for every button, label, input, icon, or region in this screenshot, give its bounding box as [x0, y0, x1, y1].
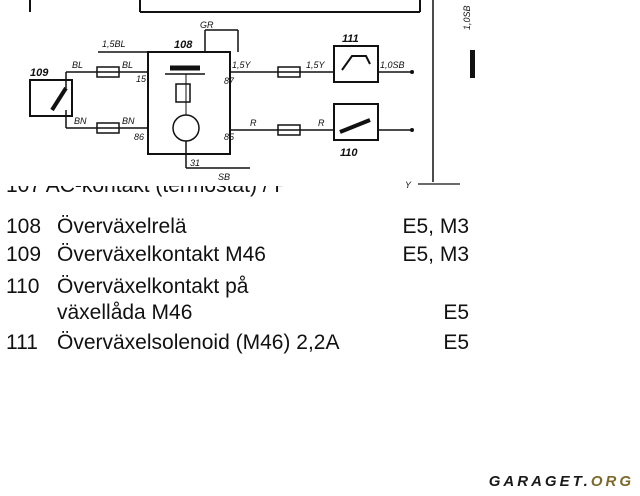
legend-row: 109 Överväxelkontakt M46 E5, M3 [0, 243, 640, 273]
frame-mark [470, 50, 475, 78]
relay-coil [175, 83, 191, 103]
watermark-prefix: GARAGET. [488, 473, 591, 490]
watermark-logo: GARAGET.ORG [489, 473, 634, 490]
connector [96, 122, 120, 134]
legend-ref: E5 [443, 331, 469, 354]
legend-row: 110 Överväxelkontakt på [0, 275, 640, 305]
bl-158-label: 1,5BL [102, 39, 126, 49]
bl-label: BL [72, 60, 83, 70]
component-108-label: 108 [174, 39, 193, 51]
switch-110-lever [339, 118, 371, 134]
terminal-87-label: 87 [224, 76, 235, 86]
terminal-31-label: 31 [190, 158, 200, 168]
legend-row: 108 Överväxelrelä E5, M3 [0, 215, 640, 245]
terminal-15-label: 15 [136, 74, 147, 84]
relay-transistor [172, 114, 200, 142]
sb-label: SB [218, 172, 230, 182]
terminal-86-label: 86 [134, 132, 144, 142]
legend-number: 109 [6, 243, 42, 266]
legend-row: växellåda M46 E5 [0, 301, 640, 331]
component-110-label: 110 [340, 147, 358, 159]
bn-label: BN [122, 116, 135, 126]
y-label: 1,5Y [232, 60, 252, 70]
y-label: 1,5Y [306, 60, 326, 70]
legend-row: 111 Överväxelsolenoid (M46) 2,2A E5 [0, 331, 640, 361]
legend-ref: E5, M3 [402, 243, 469, 266]
legend-ref: E5 [443, 301, 469, 324]
legend-text: växellåda M46 [57, 301, 193, 324]
wiring-diagram: GR 1,5BL 108 109 BL BL 15 BN BN 86 1,5Y … [29, 0, 475, 190]
sb-label: 1,0SB [380, 60, 405, 70]
legend-ref: E5, M3 [402, 215, 469, 238]
bn-label: BN [74, 116, 87, 126]
component-111-label: 111 [342, 33, 359, 45]
legend-number: 110 [6, 275, 40, 298]
bl-label: BL [122, 60, 133, 70]
connector [277, 124, 301, 136]
legend-cut-text: 107 AC-kontakt (termostat) / P [6, 186, 288, 198]
legend-text: Överväxelkontakt M46 [57, 243, 266, 266]
legend-text: Överväxelsolenoid (M46) 2,2A [57, 331, 340, 354]
legend-text: Överväxelrelä [57, 215, 187, 238]
r-label: R [250, 118, 257, 128]
legend-text: Överväxelkontakt på [57, 275, 249, 298]
legend-number: 111 [6, 331, 38, 354]
legend-number: 108 [6, 215, 42, 238]
switch-109-box [29, 79, 73, 117]
connector [96, 66, 120, 78]
legend-row-cut: 107 AC-kontakt (termostat) / P [0, 186, 480, 206]
y-label: Y [405, 180, 412, 190]
solenoid-111-box [333, 45, 379, 83]
relay-108-box [147, 51, 231, 155]
switch-110-box [333, 103, 379, 141]
terminal-85-label: 85 [224, 132, 235, 142]
gr-label: GR [200, 20, 214, 30]
solenoid-coil [341, 55, 371, 71]
connector [277, 66, 301, 78]
sb-side-label: 1,0SB [462, 5, 472, 30]
component-109-label: 109 [30, 67, 49, 79]
switch-109-lever [50, 86, 68, 112]
wire-end [410, 128, 414, 132]
watermark-suffix: ORG [590, 473, 634, 490]
wire-end [410, 70, 414, 74]
r-label: R [318, 118, 325, 128]
